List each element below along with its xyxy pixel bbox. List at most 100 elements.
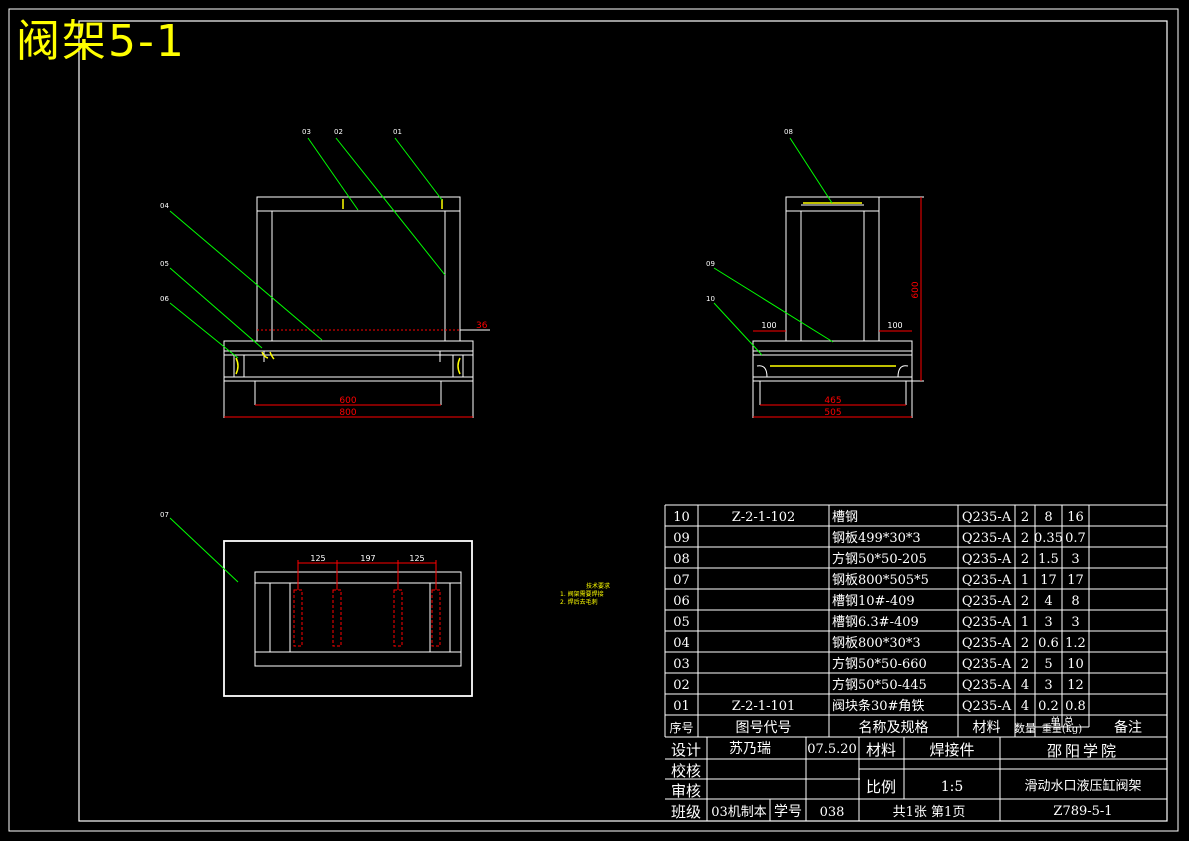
row-no: 08 — [673, 552, 690, 567]
row-total-weight: 3 — [1071, 615, 1079, 630]
plan-dim-197: 197 — [360, 554, 375, 563]
row-unit-weight: 8 — [1044, 510, 1052, 525]
row-qty: 1 — [1021, 615, 1029, 630]
row-name-spec: 方钢50*50-660 — [832, 656, 927, 672]
designer-name: 苏乃瑞 — [729, 741, 771, 757]
row-material: Q235-A — [962, 510, 1012, 525]
header-qty: 数量 — [1014, 722, 1036, 735]
row-no: 05 — [673, 615, 690, 630]
row-qty: 4 — [1021, 678, 1029, 693]
class-label: 班级 — [671, 803, 701, 821]
row-name-spec: 钢板800*505*5 — [832, 573, 929, 588]
callout-01: 01 — [393, 128, 402, 136]
row-no: 10 — [673, 510, 690, 525]
row-total-weight: 16 — [1067, 510, 1084, 525]
row-material: Q235-A — [962, 636, 1012, 651]
callout-08: 08 — [784, 128, 793, 136]
front-dim-800: 800 — [339, 408, 356, 418]
row-qty: 2 — [1021, 531, 1029, 546]
row-qty: 2 — [1021, 636, 1029, 651]
front-view — [223, 196, 490, 418]
row-total-weight: 12 — [1067, 678, 1084, 693]
sheet-count: 共1张 第1页 — [893, 805, 966, 820]
row-total-weight: 10 — [1067, 657, 1084, 672]
plan-dim-125-right: 125 — [409, 554, 424, 563]
row-no: 02 — [673, 678, 690, 693]
header-weight: 重量(kg) — [1042, 722, 1082, 735]
plan-view-slots — [293, 560, 441, 647]
row-drawing-code: Z-2-1-102 — [732, 510, 796, 525]
material-value: 焊接件 — [929, 741, 974, 759]
plan-view-leader — [169, 517, 239, 583]
side-dim-465: 465 — [824, 396, 841, 406]
inner-border — [78, 20, 1168, 822]
side-view-leaders — [713, 137, 834, 356]
outer-border — [8, 8, 1179, 832]
row-qty: 2 — [1021, 594, 1029, 609]
design-label: 设计 — [671, 741, 701, 759]
row-unit-weight: 5 — [1044, 657, 1052, 672]
side-dim-100-left: 100 — [761, 321, 776, 330]
header-name-spec: 名称及规格 — [859, 720, 929, 736]
row-drawing-code: Z-2-1-101 — [732, 699, 796, 714]
row-qty: 1 — [1021, 573, 1029, 588]
check-label: 校核 — [671, 762, 701, 780]
technical-requirements-title: 技术要求 — [586, 583, 611, 590]
row-no: 04 — [673, 636, 690, 651]
plan-view — [223, 540, 473, 697]
scale-label: 比例 — [866, 778, 896, 796]
row-material: Q235-A — [962, 552, 1012, 567]
row-unit-weight: 3 — [1044, 615, 1052, 630]
side-dim-600: 600 — [911, 281, 921, 298]
row-no: 07 — [673, 573, 690, 588]
row-unit-weight: 3 — [1044, 678, 1052, 693]
row-name-spec: 钢板800*30*3 — [832, 636, 921, 651]
row-no: 09 — [673, 531, 690, 546]
row-material: Q235-A — [962, 531, 1012, 546]
row-no: 01 — [673, 699, 690, 714]
front-view-leaders — [169, 137, 446, 359]
row-qty: 2 — [1021, 657, 1029, 672]
callout-09: 09 — [706, 260, 715, 268]
row-material: Q235-A — [962, 678, 1012, 693]
drawing-number: Z789-5-1 — [1053, 804, 1112, 819]
row-material: Q235-A — [962, 573, 1012, 588]
header-weight-top: 单 总 — [1050, 715, 1073, 728]
design-date: 07.5.20 — [807, 742, 857, 757]
row-unit-weight: 4 — [1044, 594, 1052, 609]
drawing-title: 阀架5-1 — [16, 16, 186, 67]
front-view-dimension-lines — [224, 329, 473, 418]
header-remarks: 备注 — [1114, 719, 1142, 736]
row-name-spec: 槽钢 — [832, 510, 858, 525]
row-unit-weight: 0.6 — [1038, 636, 1059, 651]
callout-02: 02 — [334, 128, 343, 136]
side-view-dimension-lines — [753, 197, 922, 418]
row-total-weight: 8 — [1071, 594, 1079, 609]
student-no-label: 学号 — [774, 804, 802, 820]
technical-requirement-2: 2. 焊后去毛刺 — [560, 599, 598, 606]
parts-table-grid — [664, 504, 1168, 738]
scale-value: 1:5 — [941, 779, 964, 795]
callout-10: 10 — [706, 295, 715, 303]
row-name-spec: 槽钢6.3#-409 — [832, 615, 919, 630]
callout-03: 03 — [302, 128, 311, 136]
front-dim-600: 600 — [339, 396, 356, 406]
row-material: Q235-A — [962, 657, 1012, 672]
class-value: 03机制本 — [711, 805, 767, 820]
row-name-spec: 方钢50*50-205 — [832, 551, 927, 567]
row-no: 06 — [673, 594, 690, 609]
header-material: 材料 — [973, 720, 1001, 736]
material-label: 材料 — [866, 741, 896, 759]
header-no: 序号 — [669, 720, 693, 735]
review-label: 审核 — [671, 782, 701, 800]
student-no: 038 — [820, 805, 845, 820]
row-material: Q235-A — [962, 699, 1012, 714]
side-view — [752, 196, 924, 418]
row-total-weight: 17 — [1067, 573, 1084, 588]
callout-07: 07 — [160, 511, 169, 519]
row-name-spec: 阀块条30#角铁 — [832, 698, 924, 714]
callout-06: 06 — [160, 295, 169, 303]
row-unit-weight: 0.35 — [1034, 531, 1063, 546]
